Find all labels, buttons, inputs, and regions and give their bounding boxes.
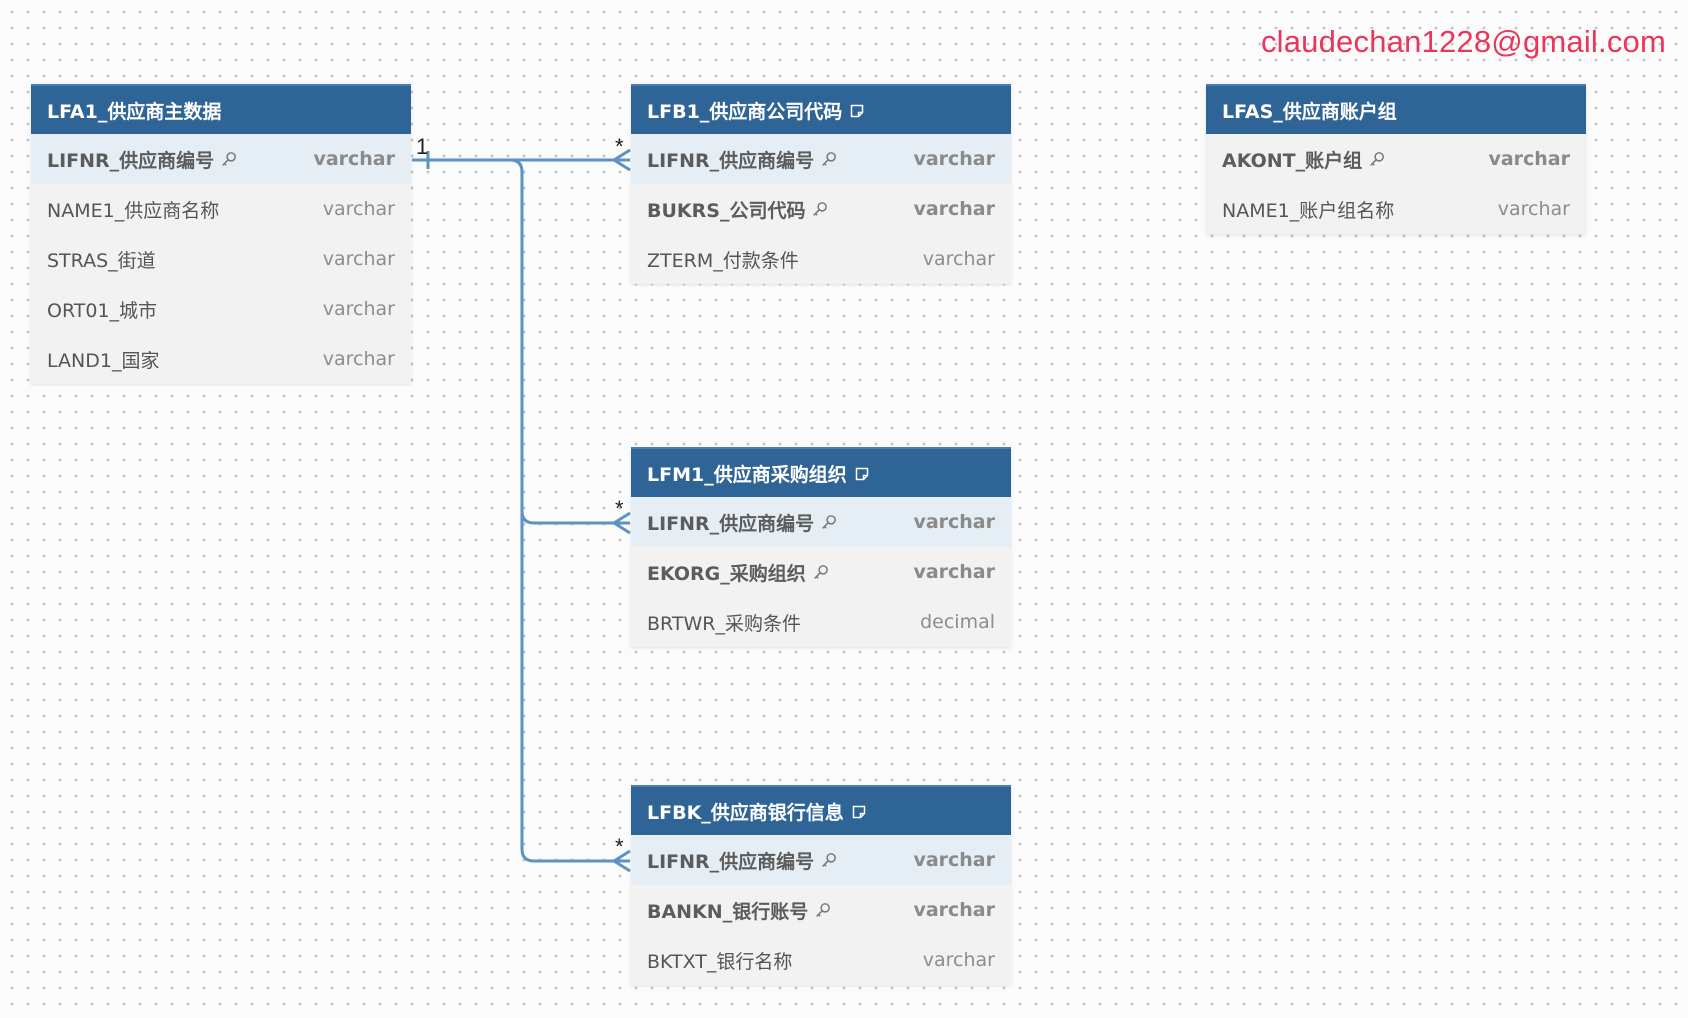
- column-name: NAME1_供应商名称: [47, 199, 220, 222]
- column-name: BRTWR_采购条件: [647, 612, 801, 635]
- column-type: varchar: [913, 849, 995, 871]
- column-type: varchar: [913, 899, 995, 921]
- column-type: decimal: [920, 611, 995, 633]
- cardinality-one-label: 1: [416, 134, 429, 159]
- table-header[interactable]: LFB1_供应商公司代码: [631, 84, 1011, 134]
- key-icon: [222, 151, 237, 166]
- note-icon[interactable]: [855, 467, 869, 481]
- table-lfas[interactable]: LFAS_供应商账户组 AKONT_账户组 varchar NAME1_账户组名…: [1206, 84, 1586, 234]
- key-icon: [822, 514, 837, 529]
- column-row[interactable]: NAME1_供应商名称 varchar: [31, 184, 411, 234]
- cardinality-many-label-lfm1: *: [615, 496, 624, 521]
- column-row[interactable]: EKORG_采购组织 varchar: [631, 547, 1011, 597]
- column-row[interactable]: STRAS_街道 varchar: [31, 234, 411, 284]
- key-icon: [813, 201, 828, 216]
- table-header[interactable]: LFA1_供应商主数据: [31, 84, 411, 134]
- table-lfb1[interactable]: LFB1_供应商公司代码 LIFNR_供应商编号 varchar BUKRS_公…: [631, 84, 1011, 284]
- cardinality-many-label-lfbk: *: [615, 834, 624, 859]
- table-header[interactable]: LFAS_供应商账户组: [1206, 84, 1586, 134]
- connector-lfa1-lfbk: [520, 500, 630, 863]
- table-title: LFM1_供应商采购组织: [647, 463, 847, 486]
- column-name: BUKRS_公司代码: [647, 199, 806, 222]
- column-row[interactable]: BUKRS_公司代码 varchar: [631, 184, 1011, 234]
- column-name: LAND1_国家: [47, 349, 160, 372]
- column-type: varchar: [922, 248, 995, 270]
- many-marker-lfbk: [611, 849, 631, 873]
- table-lfbk[interactable]: LFBK_供应商银行信息 LIFNR_供应商编号 varchar BANKN_银…: [631, 785, 1011, 985]
- table-title: LFB1_供应商公司代码: [647, 100, 843, 123]
- column-name: LIFNR_供应商编号: [647, 149, 815, 172]
- column-name: ORT01_城市: [47, 299, 158, 322]
- column-row[interactable]: ORT01_城市 varchar: [31, 284, 411, 334]
- column-type: varchar: [922, 949, 995, 971]
- column-type: varchar: [322, 198, 395, 220]
- note-icon[interactable]: [852, 805, 866, 819]
- column-name: NAME1_账户组名称: [1222, 199, 1395, 222]
- table-lfm1[interactable]: LFM1_供应商采购组织 LIFNR_供应商编号 varchar EKORG_采…: [631, 447, 1011, 647]
- table-header[interactable]: LFM1_供应商采购组织: [631, 447, 1011, 497]
- column-type: varchar: [322, 348, 395, 370]
- key-icon: [1370, 151, 1385, 166]
- column-row[interactable]: BRTWR_采购条件 decimal: [631, 597, 1011, 647]
- key-icon: [816, 902, 831, 917]
- column-name: BKTXT_银行名称: [647, 950, 793, 973]
- column-row[interactable]: BANKN_银行账号 varchar: [631, 885, 1011, 935]
- table-title: LFAS_供应商账户组: [1222, 100, 1397, 123]
- many-marker-lfb1: [611, 148, 631, 172]
- column-type: varchar: [322, 248, 395, 270]
- column-type: varchar: [913, 511, 995, 533]
- table-title: LFBK_供应商银行信息: [647, 801, 844, 824]
- table-header[interactable]: LFBK_供应商银行信息: [631, 785, 1011, 835]
- connector-lfa1-lfm1: [412, 158, 630, 525]
- column-name: EKORG_采购组织: [647, 562, 806, 585]
- column-type: varchar: [313, 148, 395, 170]
- column-name: BANKN_银行账号: [647, 900, 809, 923]
- column-row[interactable]: BKTXT_银行名称 varchar: [631, 935, 1011, 985]
- column-type: varchar: [1488, 148, 1570, 170]
- key-icon: [813, 564, 828, 579]
- column-row[interactable]: ZTERM_付款条件 varchar: [631, 234, 1011, 284]
- column-row[interactable]: AKONT_账户组 varchar: [1206, 134, 1586, 184]
- column-row[interactable]: LIFNR_供应商编号 varchar: [631, 497, 1011, 547]
- column-name: ZTERM_付款条件: [647, 249, 799, 272]
- many-marker-lfm1: [611, 511, 631, 535]
- table-lfa1[interactable]: LFA1_供应商主数据 LIFNR_供应商编号 varchar NAME1_供应…: [31, 84, 411, 384]
- column-type: varchar: [913, 561, 995, 583]
- column-row[interactable]: NAME1_账户组名称 varchar: [1206, 184, 1586, 234]
- column-name: STRAS_街道: [47, 249, 156, 272]
- key-icon: [822, 852, 837, 867]
- column-type: varchar: [322, 298, 395, 320]
- key-icon: [822, 151, 837, 166]
- column-type: varchar: [913, 198, 995, 220]
- column-row[interactable]: LIFNR_供应商编号 varchar: [631, 134, 1011, 184]
- column-name: LIFNR_供应商编号: [647, 512, 815, 535]
- note-icon[interactable]: [850, 104, 864, 118]
- watermark-email: claudechan1228@gmail.com: [1260, 24, 1666, 59]
- column-name: AKONT_账户组: [1222, 149, 1363, 172]
- column-name: LIFNR_供应商编号: [647, 850, 815, 873]
- column-row[interactable]: LAND1_国家 varchar: [31, 334, 411, 384]
- column-row[interactable]: LIFNR_供应商编号 varchar: [631, 835, 1011, 885]
- column-name: LIFNR_供应商编号: [47, 149, 215, 172]
- column-row[interactable]: LIFNR_供应商编号 varchar: [31, 134, 411, 184]
- column-type: varchar: [913, 148, 995, 170]
- cardinality-many-label-lfb1: *: [615, 134, 624, 159]
- column-type: varchar: [1497, 198, 1570, 220]
- table-title: LFA1_供应商主数据: [47, 100, 222, 123]
